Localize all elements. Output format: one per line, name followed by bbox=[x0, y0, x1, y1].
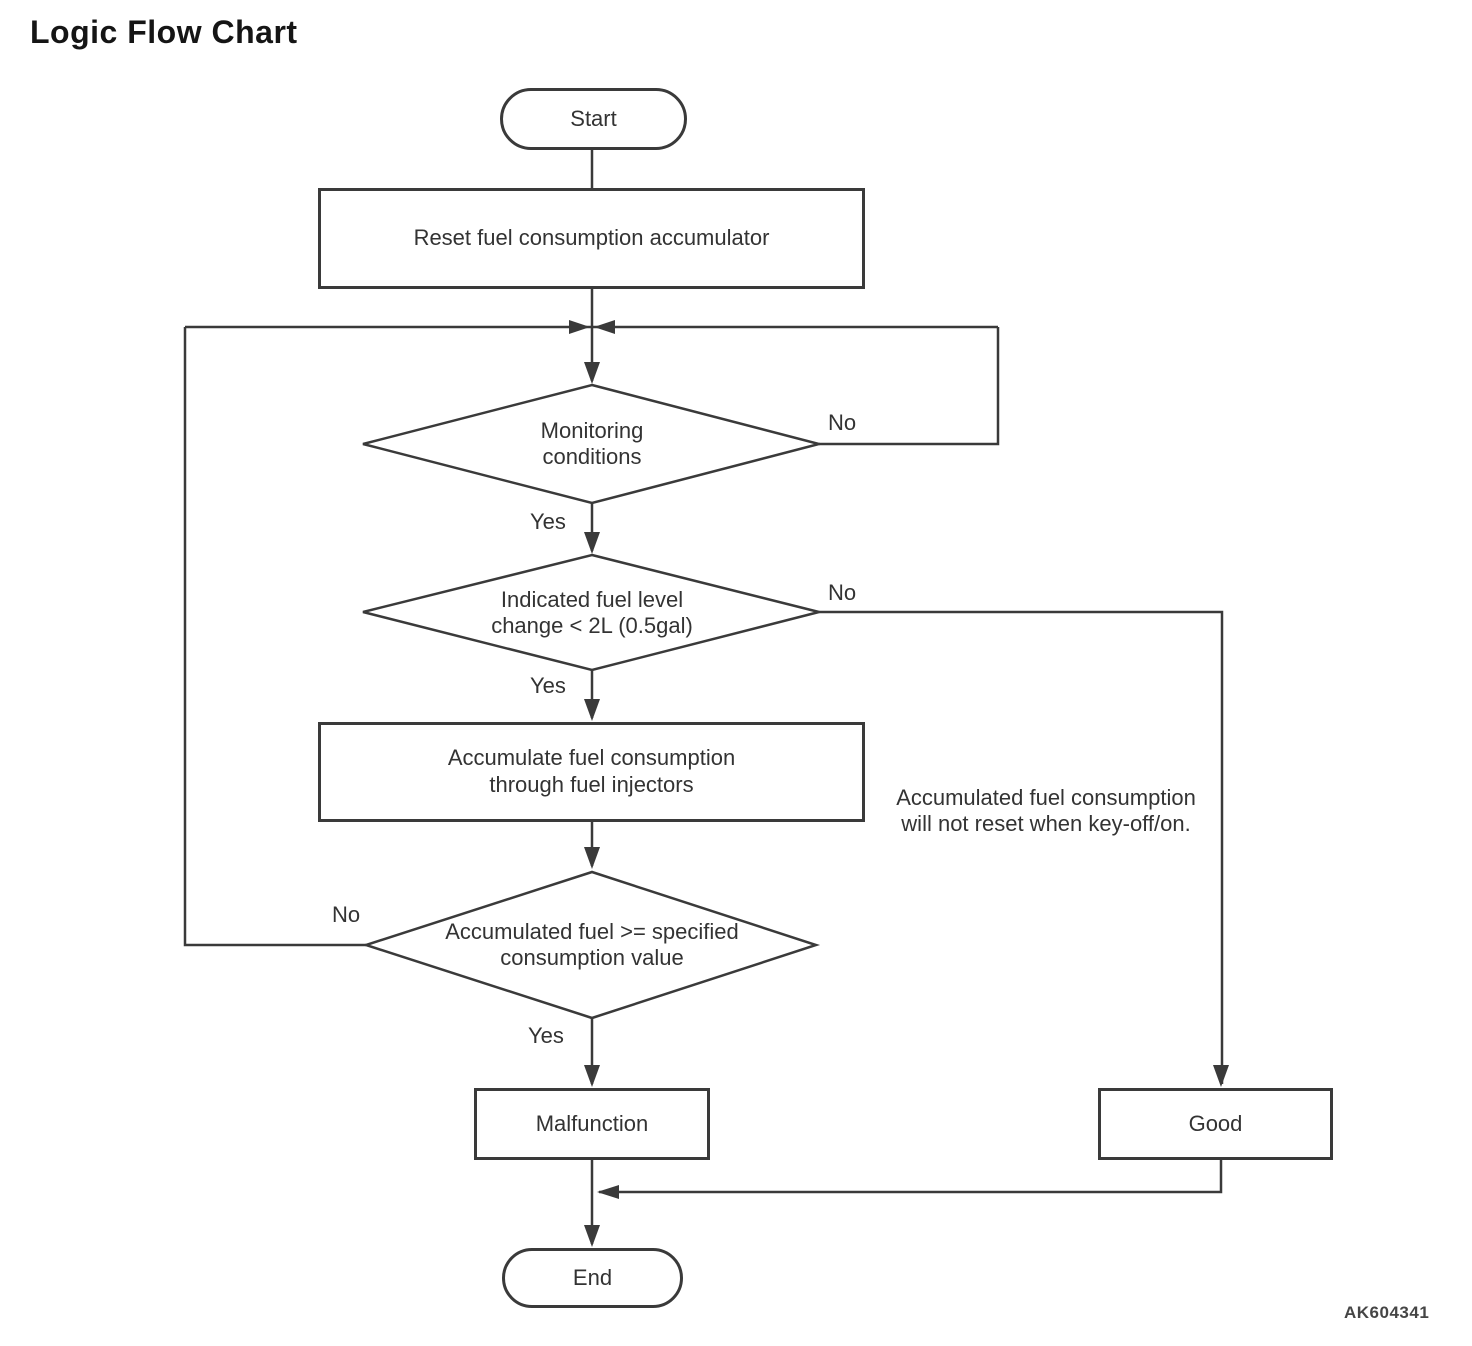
arrowhead-into-good bbox=[1213, 1065, 1229, 1087]
edge-fuel-change-no-to-good bbox=[819, 610, 1224, 1084]
accumulate-fuel-node: Accumulate fuel consumption through fuel… bbox=[318, 722, 865, 822]
page-title: Logic Flow Chart bbox=[30, 14, 298, 50]
arrowhead-into-accumulate bbox=[584, 699, 600, 721]
arrowhead-into-fuel-change bbox=[584, 532, 600, 554]
malfunction-label: Malfunction bbox=[535, 1110, 649, 1136]
monitoring-yes-label: Yes bbox=[530, 509, 566, 534]
good-label: Good bbox=[1188, 1110, 1243, 1136]
accumulator-annotation-line1: Accumulated fuel consumption bbox=[896, 785, 1196, 810]
reset-accumulator-node: Reset fuel consumption accumulator bbox=[318, 188, 865, 289]
accumulator-annotation: Accumulated fuel consumption will not re… bbox=[872, 785, 1220, 837]
end-node: End bbox=[502, 1248, 683, 1308]
figure-code: AK604341 bbox=[1344, 1303, 1430, 1322]
monitoring-conditions-label: Monitoring conditions bbox=[540, 417, 644, 469]
edge-monitoring-no-loop bbox=[819, 327, 1000, 446]
fuel-change-yes-label: Yes bbox=[530, 673, 566, 698]
arrowhead-into-threshold bbox=[584, 847, 600, 869]
arrowhead-into-end bbox=[584, 1225, 600, 1247]
fuel-change-no-label: No bbox=[828, 580, 857, 605]
accumulated-fuel-threshold-label: Accumulated fuel >= specified consumptio… bbox=[445, 918, 739, 970]
monitoring-diamond-shape bbox=[362, 383, 824, 505]
start-node-label: Start bbox=[570, 105, 617, 131]
accumulate-fuel-label: Accumulate fuel consumption through fuel… bbox=[447, 745, 736, 797]
fuel-level-change-label: Indicated fuel level change < 2L (0.5gal… bbox=[491, 586, 693, 638]
good-node: Good bbox=[1098, 1088, 1333, 1160]
malfunction-node: Malfunction bbox=[474, 1088, 710, 1160]
end-node-label: End bbox=[572, 1264, 613, 1290]
threshold-no-label: No bbox=[332, 902, 361, 927]
fuel-change-diamond-shape bbox=[362, 553, 820, 672]
arrowhead-merge-right-in bbox=[594, 320, 615, 334]
threshold-diamond-shape bbox=[361, 870, 821, 1020]
edge-threshold-no-loop bbox=[183, 327, 366, 947]
arrowhead-into-malfunction bbox=[584, 1065, 600, 1087]
reset-accumulator-label: Reset fuel consumption accumulator bbox=[413, 225, 770, 251]
edge-good-to-merge bbox=[599, 1160, 1223, 1194]
threshold-yes-label: Yes bbox=[528, 1023, 564, 1048]
start-node: Start bbox=[500, 88, 687, 150]
accumulator-annotation-line2: will not reset when key-off/on. bbox=[901, 810, 1191, 836]
monitoring-no-label: No bbox=[828, 410, 857, 435]
arrowhead-merge-left-in bbox=[569, 320, 590, 334]
arrowhead-into-monitoring bbox=[584, 362, 600, 384]
arrowhead-good-merge-left bbox=[597, 1185, 619, 1199]
